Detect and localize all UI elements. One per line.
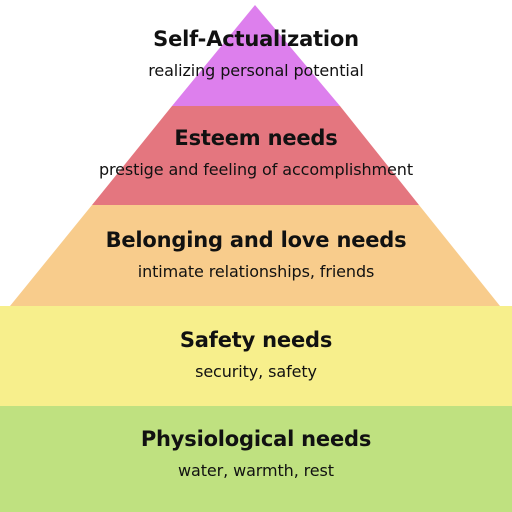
pyramid-band-physiological <box>0 406 512 512</box>
pyramid-band-belonging <box>10 205 500 306</box>
pyramid-band-safety <box>0 306 512 406</box>
pyramid-band-self-actualization <box>172 5 340 106</box>
pyramid-band-esteem <box>92 106 419 205</box>
